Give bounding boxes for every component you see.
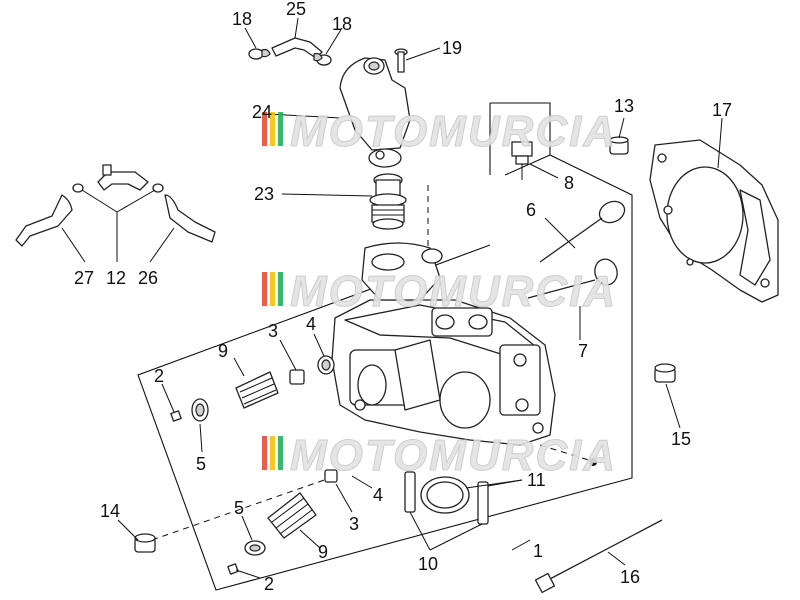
dowel-pins <box>404 471 489 525</box>
valve-7 <box>527 258 618 299</box>
bolt-19 <box>394 48 408 73</box>
alignment-lines <box>151 185 596 541</box>
cylinder-head <box>331 242 556 446</box>
watermark-text: MOTOMURCIA <box>290 267 617 316</box>
callout-26: 26 <box>138 268 158 288</box>
callout-18: 18 <box>332 14 352 34</box>
callout-17: 17 <box>712 100 732 120</box>
thermostat <box>369 173 407 230</box>
callout-4: 4 <box>306 314 316 334</box>
callout-24: 24 <box>252 102 272 122</box>
hose-assembly <box>15 164 216 247</box>
callout-1: 1 <box>533 541 543 561</box>
callout-3: 3 <box>349 514 359 534</box>
callout-9: 9 <box>218 341 228 361</box>
watermark-text: MOTOMURCIA <box>290 431 617 480</box>
upper-valve-group <box>170 355 335 422</box>
cap-15 <box>654 363 676 383</box>
callout-3: 3 <box>268 321 278 341</box>
callout-6: 6 <box>526 200 536 220</box>
callout-25: 25 <box>286 0 306 19</box>
callout-5: 5 <box>196 454 206 474</box>
hose-25 <box>248 37 332 66</box>
stud-16 <box>534 519 663 594</box>
valve-6 <box>539 200 626 263</box>
callout-13: 13 <box>614 96 634 116</box>
callout-18: 18 <box>232 9 252 29</box>
watermark-bottom: MOTOMURCIA <box>262 431 617 481</box>
sensor-8 <box>511 141 533 180</box>
callout-9: 9 <box>318 542 328 562</box>
watermark-text: MOTOMURCIA <box>290 107 617 156</box>
plug-14 <box>134 533 156 553</box>
callout-8: 8 <box>564 173 574 193</box>
callout-23: 23 <box>254 184 274 204</box>
lower-valve-group <box>227 469 338 575</box>
callout-27: 27 <box>74 268 94 288</box>
callout-2: 2 <box>264 574 274 594</box>
assembly-frame <box>137 102 633 591</box>
callout-labels: 18 25 18 19 24 23 8 6 7 13 17 15 27 12 2… <box>74 0 732 594</box>
callout-16: 16 <box>620 567 640 587</box>
callout-2: 2 <box>154 366 164 386</box>
callout-11: 11 <box>527 470 546 490</box>
leader-lines <box>61 17 723 579</box>
callout-7: 7 <box>578 341 588 361</box>
thermostat-housing <box>339 57 411 168</box>
callout-4: 4 <box>373 485 383 505</box>
cap-13 <box>609 136 629 155</box>
watermark-middle: MOTOMURCIA <box>262 267 617 317</box>
callout-19: 19 <box>442 38 462 58</box>
callout-10: 10 <box>418 554 438 574</box>
callout-12: 12 <box>106 268 126 288</box>
watermark-top: MOTOMURCIA <box>262 107 617 157</box>
marker-dot <box>589 458 597 466</box>
callout-14: 14 <box>100 501 120 521</box>
callout-5: 5 <box>234 498 244 518</box>
callout-15: 15 <box>671 429 691 449</box>
head-gasket <box>649 139 779 303</box>
